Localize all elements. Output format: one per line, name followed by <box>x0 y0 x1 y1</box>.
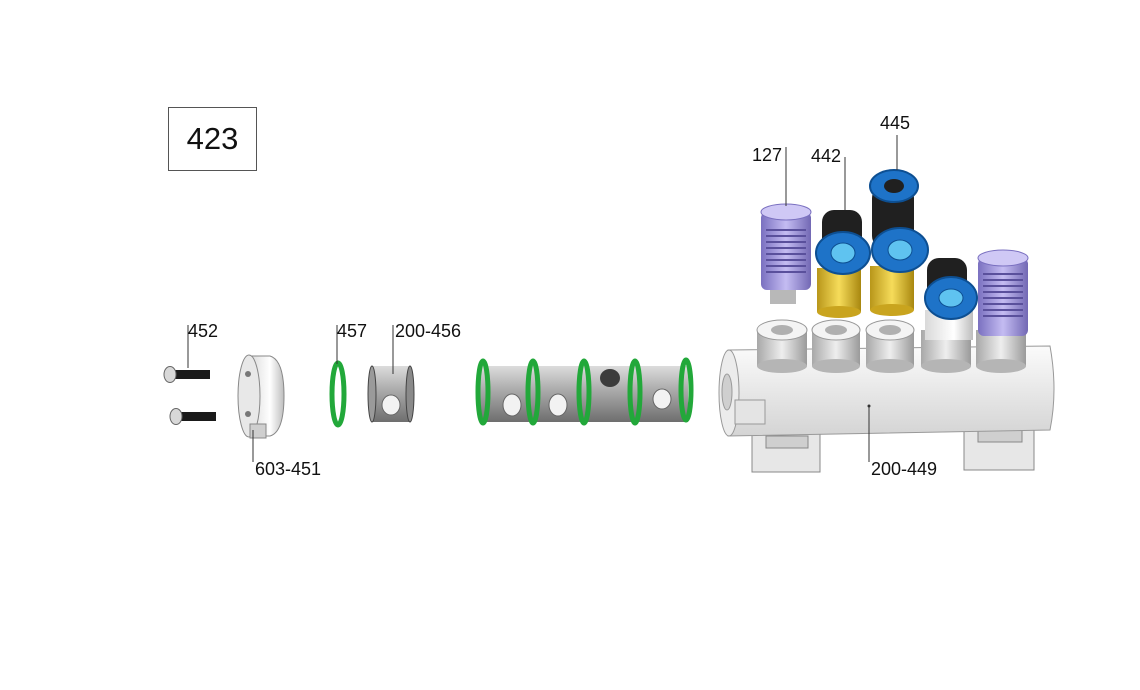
muffler-right <box>977 249 1029 336</box>
spool-assembly <box>475 357 694 426</box>
callout-457: 457 <box>337 321 368 341</box>
end-cap <box>237 354 285 439</box>
assembly-number: 423 <box>186 121 239 156</box>
port-bosses <box>756 319 1026 373</box>
screw-lower <box>169 408 216 425</box>
callout-603-451: 603-451 <box>255 459 322 479</box>
push-fitting-left <box>815 210 871 318</box>
callout-200-456: 200-456 <box>395 321 462 341</box>
manifold-body <box>718 345 1055 473</box>
muffler-left <box>760 203 812 304</box>
screw-upper <box>163 366 210 383</box>
callout-127: 127 <box>752 145 783 165</box>
o-ring <box>329 360 347 428</box>
callout-452: 452 <box>188 321 219 341</box>
callout-442: 442 <box>811 146 842 166</box>
assembly-number-box: 423 <box>168 107 257 171</box>
callout-445: 445 <box>880 113 911 133</box>
push-fitting-right <box>924 258 978 340</box>
push-fitting-center <box>869 169 929 316</box>
callout-200-449: 200-449 <box>871 459 938 479</box>
spacer-sleeve <box>367 365 415 423</box>
leader-lines <box>187 135 898 462</box>
